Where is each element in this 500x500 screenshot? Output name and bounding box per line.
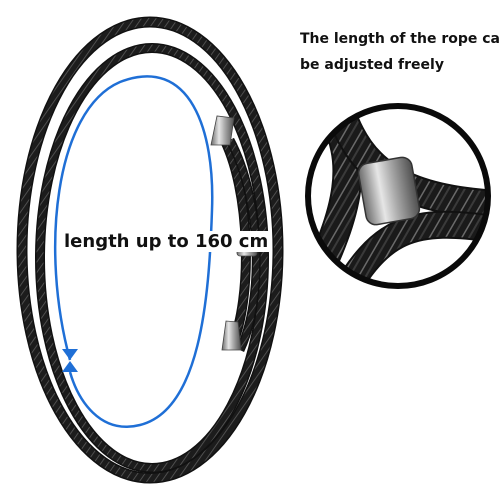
magnifier-circle xyxy=(305,103,491,289)
caption: The length of the rope can be adjusted f… xyxy=(300,26,500,78)
caption-line-2: be adjusted freely xyxy=(300,57,444,73)
length-label: length up to 160 cm xyxy=(62,231,271,252)
caption-line-1: The length of the rope can xyxy=(300,31,500,47)
rope-loop xyxy=(16,16,284,484)
double-arrow-icon xyxy=(62,349,78,372)
measure-line xyxy=(53,75,214,428)
